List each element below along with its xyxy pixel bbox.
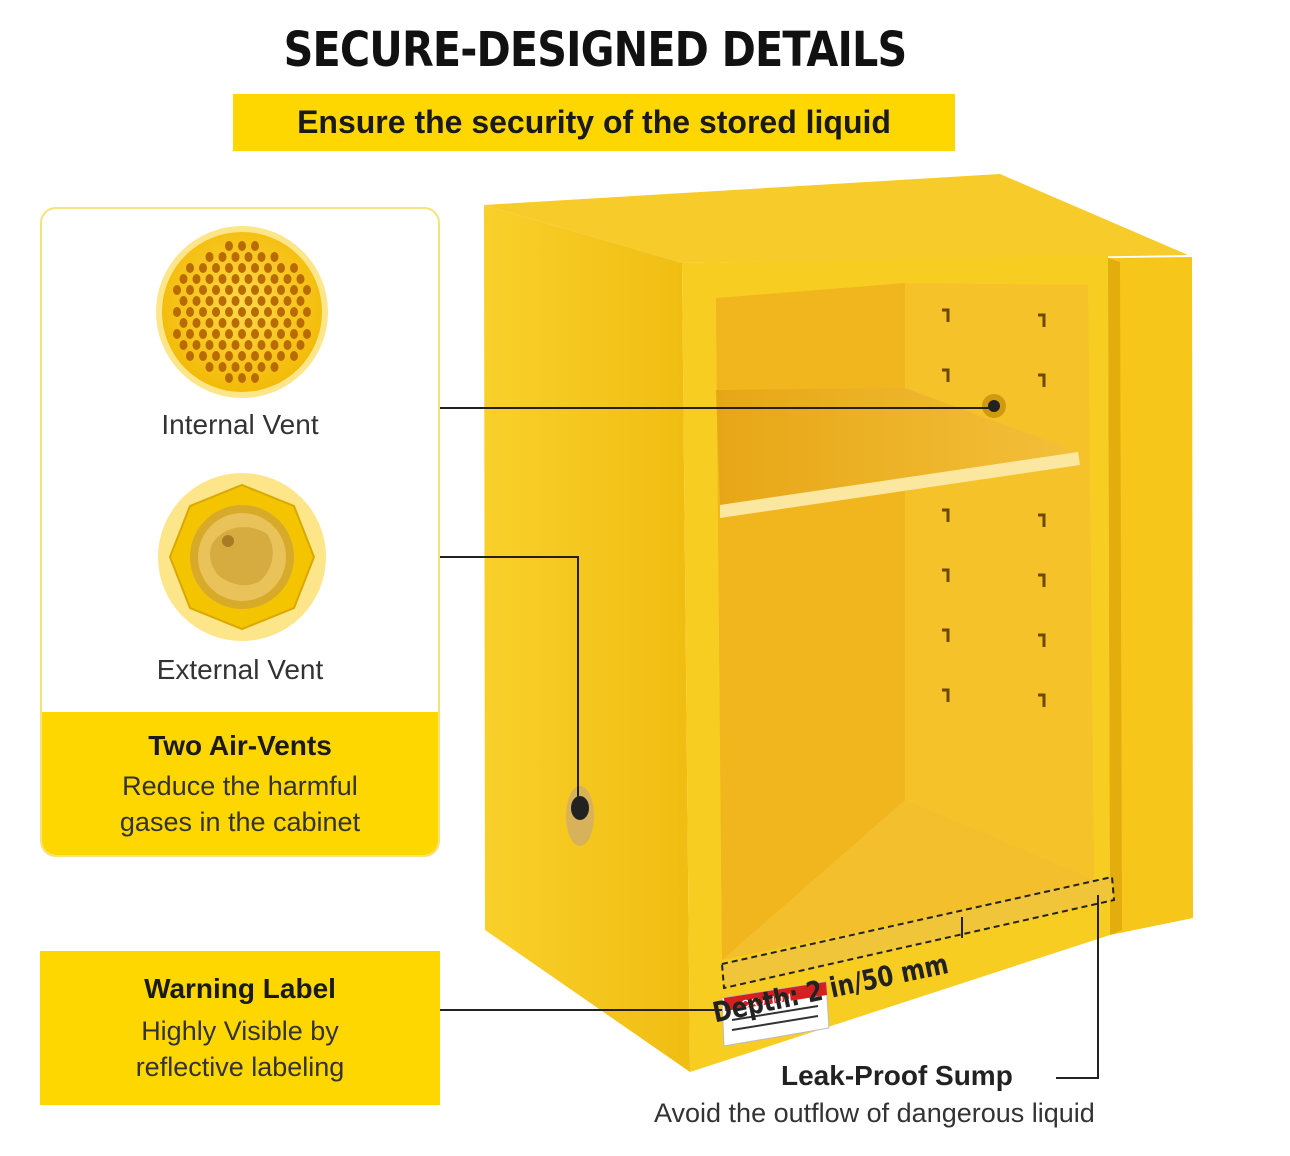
warning-label-desc-line1: Highly Visible by xyxy=(141,1016,339,1046)
warning-label-box: Warning Label Highly Visible by reflecti… xyxy=(40,951,440,1105)
internal-vent-icon xyxy=(156,226,328,398)
page-title: SECURE-DESIGNED DETAILS xyxy=(283,22,908,78)
air-vents-panel: Internal Vent External Vent Two Air-Vent… xyxy=(40,207,440,857)
vent-illustrations xyxy=(156,226,328,641)
external-vent-callout xyxy=(440,556,579,800)
caution-sticker xyxy=(721,981,830,1047)
air-vents-desc-line1: Reduce the harmful xyxy=(122,771,358,801)
subtitle-banner: Ensure the security of the stored liquid xyxy=(233,94,955,151)
leak-proof-sump-title: Leak-Proof Sump xyxy=(781,1060,1013,1091)
internal-vent-label: Internal Vent xyxy=(161,409,319,440)
leak-proof-sump-desc: Avoid the outflow of dangerous liquid xyxy=(654,1098,1095,1128)
warning-label-desc-line2: reflective labeling xyxy=(135,1052,345,1082)
air-vents-title: Two Air-Vents xyxy=(148,730,332,761)
warning-label-title: Warning Label xyxy=(144,973,336,1004)
air-vents-desc-line2: gases in the cabinet xyxy=(119,807,361,837)
external-vent-icon xyxy=(158,473,326,641)
external-vent-label: External Vent xyxy=(156,654,324,685)
air-vents-caption-box: Two Air-Vents Reduce the harmful gases i… xyxy=(42,712,438,855)
sump-callout xyxy=(1056,895,1099,1079)
